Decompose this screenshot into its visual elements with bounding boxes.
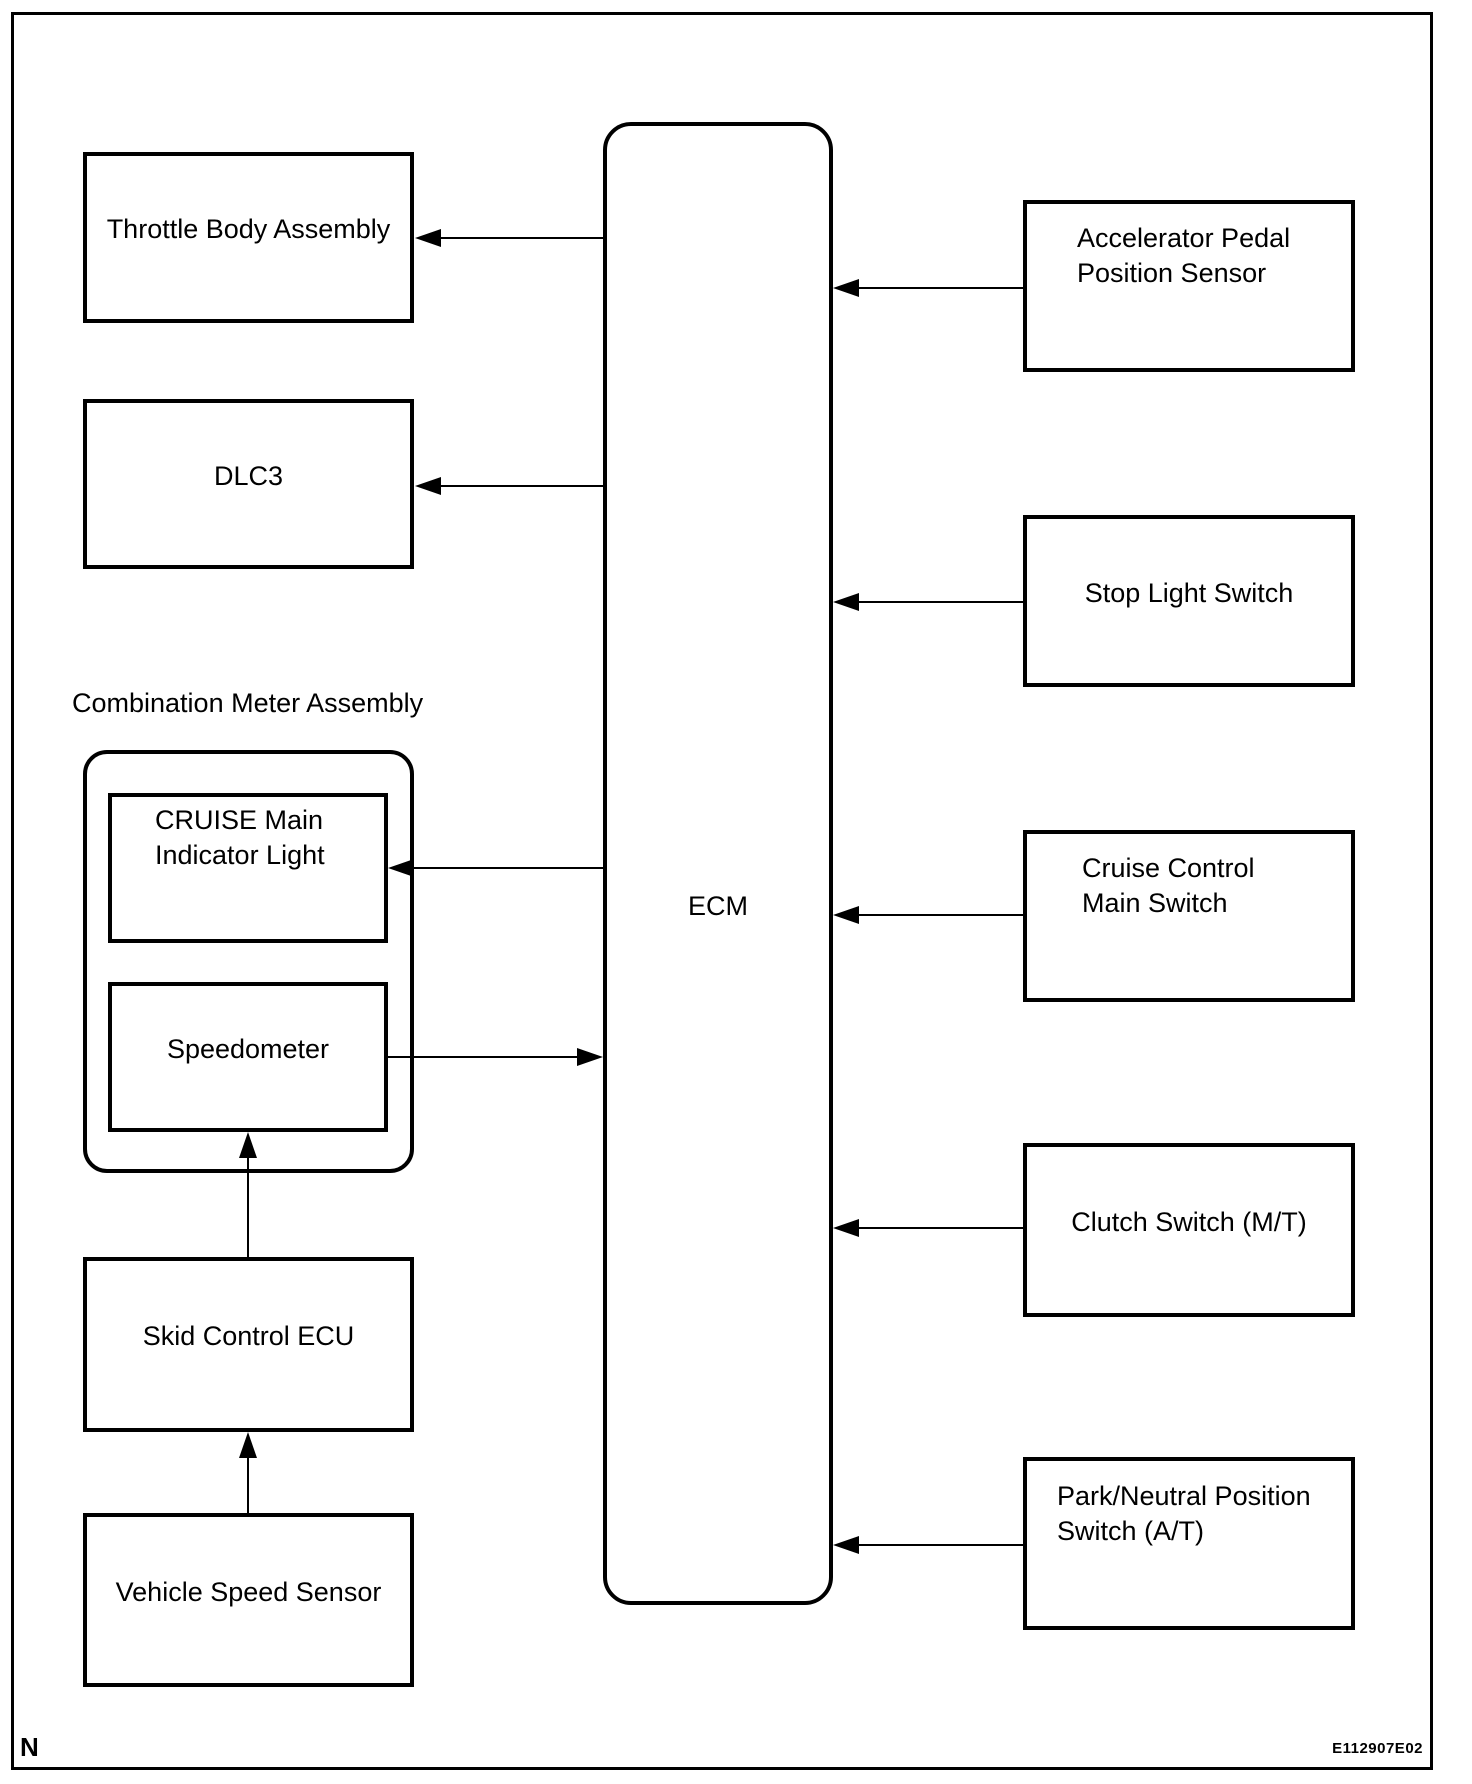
node-park-neutral-position-switch-label: Park/Neutral Position Switch (A/T) <box>1027 1479 1311 1549</box>
node-ecm: ECM <box>603 122 833 1605</box>
node-cruise-control-main-switch-label: Cruise Control Main Switch <box>1027 851 1255 921</box>
arrow-clutch-to-ecm-head <box>833 1219 859 1237</box>
node-clutch-switch-label: Clutch Switch (M/T) <box>1071 1206 1307 1237</box>
page-marker: N <box>20 1732 39 1762</box>
accelerator-line2: Position Sensor <box>1077 258 1267 288</box>
node-vehicle-speed-sensor: Vehicle Speed Sensor <box>83 1513 414 1687</box>
node-clutch-switch: Clutch Switch (M/T) <box>1023 1143 1355 1317</box>
arrow-stop-light-to-ecm-head <box>833 593 859 611</box>
arrow-vehicle-speed-to-skid-control-head <box>239 1432 257 1458</box>
node-cruise-control-main-switch: Cruise Control Main Switch <box>1023 830 1355 1002</box>
node-accelerator-pedal-position-sensor-label: Accelerator Pedal Position Sensor <box>1027 221 1290 291</box>
arrow-park-neutral-to-ecm-line <box>857 1544 1023 1546</box>
cruise-indicator-line2: Indicator Light <box>155 840 325 870</box>
combination-meter-assembly-label: Combination Meter Assembly <box>72 688 424 718</box>
arrow-skid-control-to-speedometer-line <box>247 1156 249 1257</box>
arrow-ecm-to-cruise-indicator-head <box>388 859 414 877</box>
node-ecm-label: ECM <box>688 891 748 921</box>
node-skid-control-ecu: Skid Control ECU <box>83 1257 414 1432</box>
node-vehicle-speed-sensor-label: Vehicle Speed Sensor <box>115 1576 382 1607</box>
node-dlc3: DLC3 <box>83 399 414 569</box>
arrow-accelerator-to-ecm-head <box>833 279 859 297</box>
arrow-stop-light-to-ecm-line <box>857 601 1023 603</box>
arrow-ecm-to-cruise-indicator-line <box>412 867 603 869</box>
arrow-ecm-to-dlc3-head <box>415 477 441 495</box>
arrow-ecm-to-throttle-body-head <box>415 229 441 247</box>
figure-id: E112907E02 <box>1332 1740 1423 1757</box>
outer-border <box>11 12 1433 1770</box>
node-park-neutral-position-switch: Park/Neutral Position Switch (A/T) <box>1023 1457 1355 1630</box>
node-cruise-main-indicator-light: CRUISE Main Indicator Light <box>108 793 388 943</box>
cruise-main-line1: Cruise Control <box>1082 853 1255 883</box>
node-stop-light-switch: Stop Light Switch <box>1023 515 1355 687</box>
arrow-accelerator-to-ecm-line <box>857 287 1023 289</box>
node-throttle-body-assembly: Throttle Body Assembly <box>83 152 414 323</box>
park-neutral-line1: Park/Neutral Position <box>1057 1480 1311 1511</box>
node-throttle-body-assembly-label: Throttle Body Assembly <box>106 214 391 244</box>
node-skid-control-ecu-label: Skid Control ECU <box>142 1321 355 1351</box>
arrow-park-neutral-to-ecm-head <box>833 1536 859 1554</box>
node-stop-light-switch-label: Stop Light Switch <box>1084 577 1294 608</box>
accelerator-line1: Accelerator Pedal <box>1077 223 1291 253</box>
node-speedometer: Speedometer <box>108 982 388 1132</box>
cruise-indicator-line1: CRUISE Main <box>155 805 324 835</box>
arrow-cruise-main-to-ecm-head <box>833 906 859 924</box>
arrow-cruise-main-to-ecm-line <box>857 914 1023 916</box>
arrow-skid-control-to-speedometer-head <box>239 1132 257 1158</box>
arrow-clutch-to-ecm-line <box>857 1227 1023 1229</box>
arrow-speedometer-to-ecm-head <box>577 1048 603 1066</box>
cruise-main-line2: Main Switch <box>1082 888 1228 918</box>
arrow-ecm-to-throttle-body-line <box>439 237 603 239</box>
node-accelerator-pedal-position-sensor: Accelerator Pedal Position Sensor <box>1023 200 1355 372</box>
arrow-ecm-to-dlc3-line <box>439 485 603 487</box>
arrow-vehicle-speed-to-skid-control-line <box>247 1456 249 1513</box>
node-cruise-main-indicator-light-label: CRUISE Main Indicator Light <box>112 803 325 873</box>
node-speedometer-label: Speedometer <box>166 1033 330 1064</box>
park-neutral-line2: Switch (A/T) <box>1057 1515 1205 1546</box>
arrow-speedometer-to-ecm-line <box>388 1056 580 1058</box>
node-dlc3-label: DLC3 <box>213 460 284 491</box>
